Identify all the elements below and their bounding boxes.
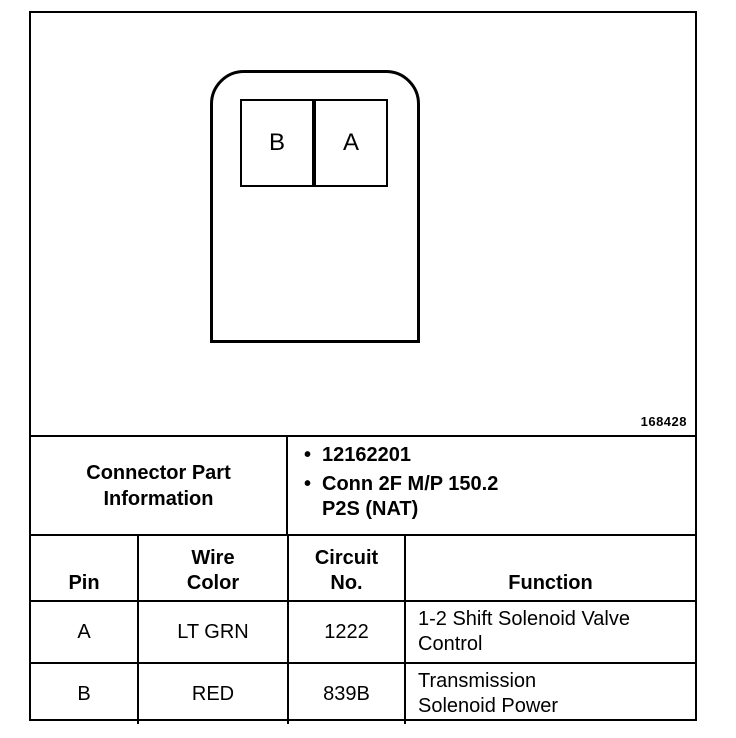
cavity-b-label: B xyxy=(268,129,285,156)
connector-frame: B A 168428 Connector Part Information 12… xyxy=(29,11,697,724)
connector-info-item: 12162201 xyxy=(296,443,686,468)
header-wire-color: Wire Color xyxy=(137,536,289,602)
circuit-cell: 839B xyxy=(287,662,406,724)
wire-color-cell: RED xyxy=(137,662,289,724)
connector-housing xyxy=(210,70,420,343)
connector-description-line1: Conn 2F M/P 150.2 xyxy=(322,473,499,495)
pin-table-header: Pin Wire Color Circuit No. Function xyxy=(31,536,695,602)
connector-info-label: Connector Part Information xyxy=(31,437,288,534)
function-cell: 1-2 Shift Solenoid Valve Control xyxy=(404,600,695,664)
pin-cell: B xyxy=(31,662,139,724)
pin-table: Pin Wire Color Circuit No. Function A LT… xyxy=(31,536,695,724)
cavity-b: B xyxy=(240,99,314,187)
connector-diagram: B A 168428 xyxy=(31,13,695,437)
cavity-a: A xyxy=(314,99,388,187)
connector-info-row: Connector Part Information 12162201 Conn… xyxy=(31,437,695,536)
pin-cell: A xyxy=(31,600,139,664)
table-row: A LT GRN 1222 1-2 Shift Solenoid Valve C… xyxy=(31,600,695,664)
table-row: B RED 839B Transmission Solenoid Power xyxy=(31,662,695,724)
cavity-a-label: A xyxy=(342,129,359,156)
circuit-cell: 1222 xyxy=(287,600,406,664)
header-pin: Pin xyxy=(31,536,139,602)
connector-info-label-line1: Connector Part xyxy=(86,461,231,484)
connector-description-line2: P2S (NAT) xyxy=(322,498,419,520)
function-cell: Transmission Solenoid Power xyxy=(404,662,695,724)
reference-number: 168428 xyxy=(640,414,687,429)
connector-info-item: Conn 2F M/P 150.2 P2S (NAT) xyxy=(296,472,686,522)
connector-info-list: 12162201 Conn 2F M/P 150.2 P2S (NAT) xyxy=(296,443,686,526)
wire-color-cell: LT GRN xyxy=(137,600,289,664)
header-function: Function xyxy=(404,536,695,602)
header-circuit-no: Circuit No. xyxy=(287,536,406,602)
part-number: 12162201 xyxy=(322,444,411,466)
connector-info-label-line2: Information xyxy=(103,487,214,510)
